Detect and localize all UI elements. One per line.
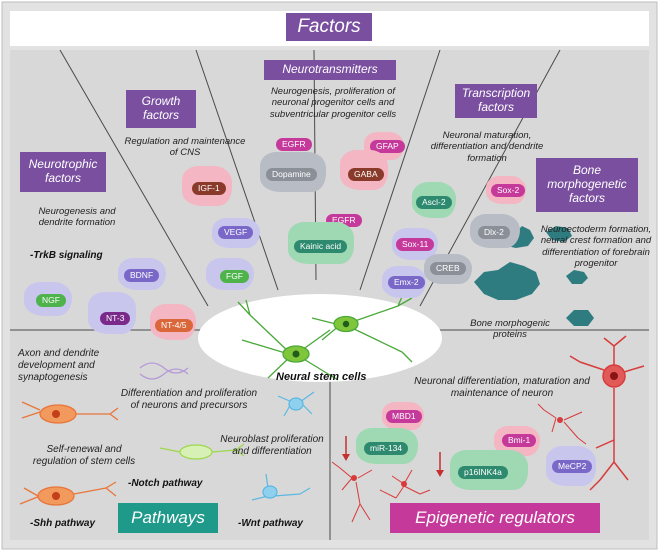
egfr-label-1: EGFR [276, 138, 312, 152]
neural-stem-cell-1 [237, 299, 339, 381]
bmp-caption: Bone morphogenic proteins [470, 318, 550, 341]
bmp-desc: Neuroectoderm formation, neural crest fo… [540, 224, 652, 270]
transcription-title: Transcription factors [455, 84, 537, 118]
ngf-label: NGF [36, 294, 66, 308]
creb-label: CREB [430, 262, 466, 276]
neuroblast-text: Neuroblast proliferation and differentia… [220, 434, 324, 457]
dopamine-label: Dopamine [266, 168, 317, 182]
shh-pathway-label: -Shh pathway [30, 518, 96, 529]
bmp-title: Bone morphogenetic factors [536, 158, 638, 212]
epigenetic-neuron-small-1 [537, 403, 587, 445]
gaba-label: GABA [348, 168, 384, 182]
pathway-neuron-blue-2 [251, 473, 311, 501]
notch-pathway-label: -Notch pathway [128, 478, 203, 489]
emx2-label: Emx-2 [388, 276, 425, 290]
mir134-label: miR-134 [364, 442, 409, 456]
axon-development-text: Axon and dendrite development and synapt… [18, 348, 100, 383]
mecp2-label: MeCP2 [552, 460, 593, 474]
pathway-neuron-pink [139, 362, 189, 380]
igf1-label: IGF-1 [192, 182, 226, 196]
pathways-title: Pathways [118, 503, 218, 533]
nt3-label: NT-3 [100, 312, 131, 326]
pathway-neuron-orange-1 [21, 401, 119, 424]
center-ellipse [198, 294, 442, 382]
nt45-label: NT-4/5 [155, 319, 193, 333]
transcription-desc: Neuronal maturation, differentiation and… [430, 130, 544, 164]
neurotransmitters-title: Neurotransmitters [264, 60, 396, 80]
pathway-neuron-green [159, 443, 245, 460]
fgf-label: FGF [220, 270, 249, 284]
wnt-pathway-label: -Wnt pathway [238, 518, 303, 529]
pathway-neuron-blue-1 [277, 391, 315, 417]
epigenetic-neuron-small-3 [379, 469, 431, 499]
self-renewal-text: Self-renewal and regulation of stem cell… [32, 444, 136, 467]
neural-stem-cell-2 [311, 291, 413, 363]
neural-stem-cells-label: Neural stem cells [276, 371, 367, 383]
differentiation-text: Differentiation and proliferation of neu… [120, 388, 258, 411]
trkb-signaling-label: -TrkB signaling [30, 250, 103, 261]
bdnf-label: BDNF [124, 269, 160, 283]
gfap-label: GFAP [370, 140, 405, 154]
p16ink4a-label: p16INK4a [458, 466, 508, 480]
pathway-neuron-orange-2 [19, 481, 117, 506]
kainic-acid-label: Kainic acid [294, 240, 348, 254]
neurotrophic-desc: Neurogenesis and dendrite formation [38, 206, 116, 229]
epigenetic-neuron-large [569, 335, 645, 491]
growth-title: Growth factors [126, 90, 196, 128]
neurotransmitters-desc: Neurogenesis, proliferation of neuronal … [269, 86, 397, 120]
epigenetic-neuron-small-2 [331, 461, 373, 523]
bmi1-label: Bmi-1 [502, 434, 537, 448]
sox2-label: Sox-2 [491, 184, 526, 198]
vegf-label: VEGF [218, 226, 254, 240]
neurotrophic-title: Neurotrophic factors [20, 152, 106, 192]
sox11-label: Sox-11 [396, 238, 435, 252]
down-arrows [342, 436, 444, 477]
epigenetic-title: Epigenetic regulators [390, 503, 600, 533]
epigenetic-desc: Neuronal differentiation, maturation and… [414, 376, 590, 399]
factors-title: Factors [286, 13, 372, 41]
mbd1-label: MBD1 [386, 410, 422, 424]
growth-desc: Regulation and maintenance of CNS [124, 136, 246, 159]
ascl2-label: Ascl-2 [416, 196, 452, 210]
dlx2-label: Dlx-2 [478, 226, 510, 240]
